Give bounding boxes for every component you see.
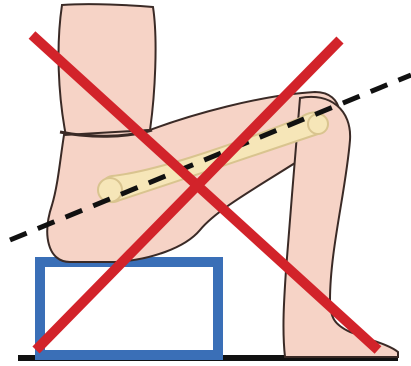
stool	[40, 262, 218, 355]
